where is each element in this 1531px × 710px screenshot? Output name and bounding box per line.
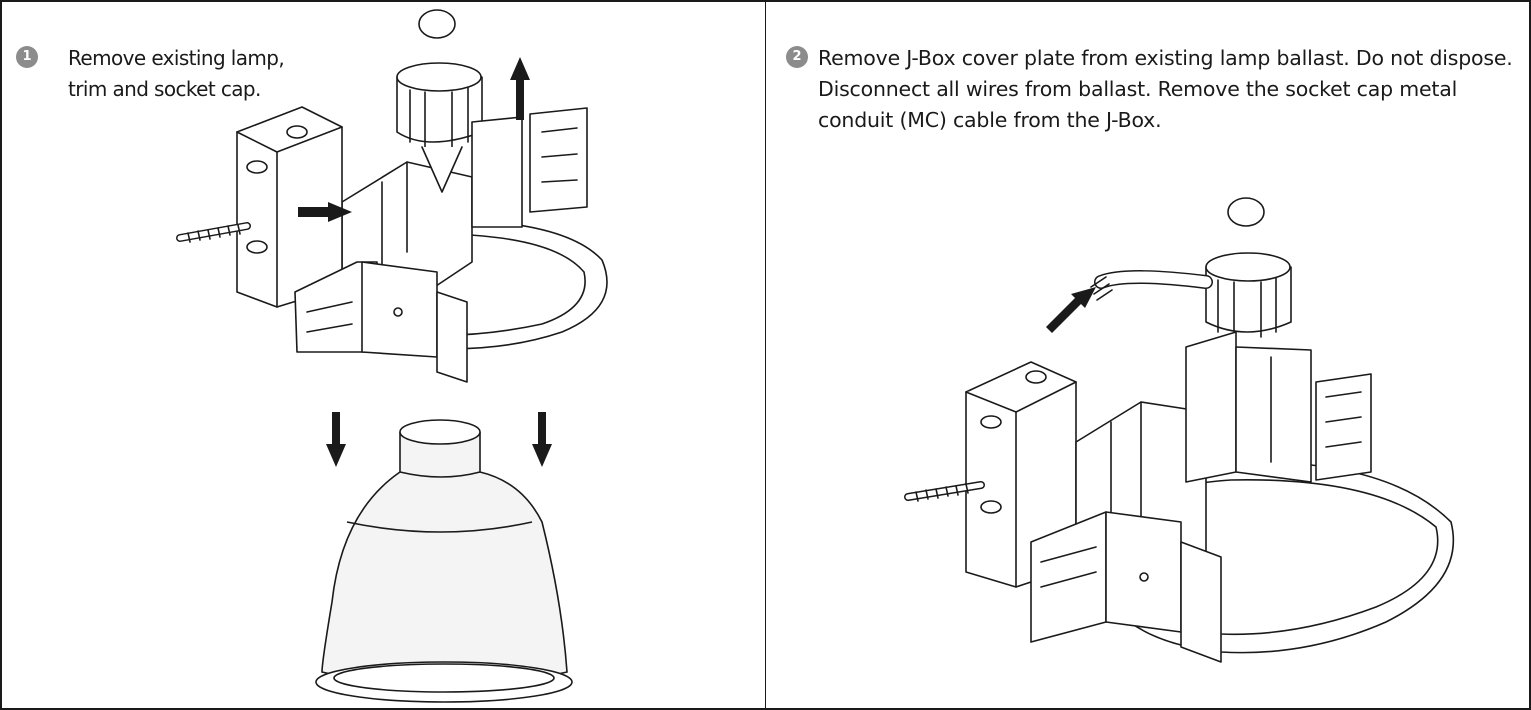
step-2-illustration [904,197,1455,663]
step-2-badge: 2 [786,46,808,68]
junction-box [236,106,343,308]
mounting-bracket-right [471,107,588,228]
mounting-bracket-front [294,261,468,383]
arrow-right-icon [298,202,352,222]
arrow-up-right-icon [1046,287,1096,333]
arrow-up-icon [510,57,530,120]
socket-cap [1205,197,1292,338]
step-1-badge: 1 [16,46,38,68]
step-1-illustration [176,9,608,703]
step-2-panel: 2 Remove J-Box cover plate from existing… [765,0,1531,710]
mounting-bracket-right [1185,331,1372,483]
mc-cable [1090,270,1213,301]
junction-box [965,361,1077,588]
mounting-bracket-front [1030,511,1222,663]
conduit-cable [176,222,251,243]
step-2-text: Remove J-Box cover plate from existing l… [818,46,1513,132]
step-1-panel: 1 Remove existing lamp, trim and socket … [0,0,766,710]
reflector-trim [315,419,573,703]
arrow-down-left-icon [326,412,346,467]
removal-arrows [298,57,552,467]
removal-arrows [1046,287,1096,333]
conduit-cable [904,481,985,502]
step-1-text: Remove existing lamp, trim and socket ca… [68,46,285,101]
arrow-down-right-icon [532,412,552,467]
